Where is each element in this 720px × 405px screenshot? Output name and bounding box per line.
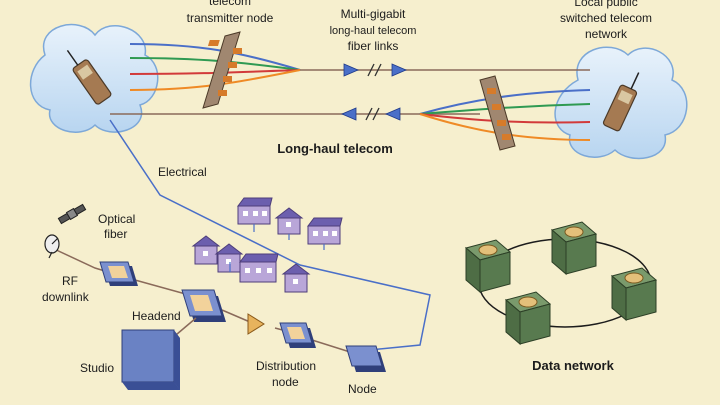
- house-feeders: [229, 224, 325, 272]
- router-node-icon: [464, 239, 512, 294]
- distribution-label-line2: node: [272, 375, 299, 389]
- houses: [191, 197, 343, 293]
- links-label-line3: fiber links: [348, 39, 399, 53]
- transmitter-node: [202, 31, 242, 109]
- distribution-node-box: [279, 322, 316, 348]
- electrical-line: [109, 119, 431, 351]
- data-network-title: Data network: [532, 358, 614, 373]
- lower-trunk: [110, 107, 480, 121]
- router-node-icon: [504, 291, 552, 346]
- house-icon: [307, 217, 343, 245]
- cell-phone-icon: [66, 49, 112, 105]
- links-label-line2: long-haul telecom: [330, 25, 417, 37]
- upper-trunk: [300, 63, 590, 77]
- rf-label-line2: downlink: [42, 290, 90, 304]
- electrical-label: Electrical: [158, 165, 207, 179]
- data-network-nodes: [464, 221, 658, 346]
- right-cloud: [554, 46, 688, 160]
- headend-label: Headend: [132, 309, 181, 323]
- house-icon: [274, 207, 304, 235]
- optical-label-line1: Optical: [98, 212, 135, 226]
- node-label: Node: [348, 382, 377, 396]
- headend-box: [181, 289, 226, 322]
- optical-label-line2: fiber: [104, 227, 127, 241]
- studio-label: Studio: [80, 361, 114, 375]
- house-icon: [237, 197, 273, 225]
- optical-receiver-box: [99, 261, 138, 286]
- studio-box: [121, 317, 197, 390]
- house-icon: [214, 243, 244, 273]
- satellite-dish-icon: [44, 234, 60, 259]
- satellite-icon: [57, 203, 87, 225]
- cell-phone-icon: [602, 72, 640, 132]
- left-cloud: [29, 23, 159, 133]
- transmitter-label-top: telecom: [209, 0, 251, 8]
- links-label-line1: Multi-gigabit: [341, 7, 406, 21]
- longhaul-title: Long-haul telecom: [277, 141, 393, 156]
- house-icon: [239, 253, 279, 283]
- node-box: [345, 345, 386, 372]
- router-node-icon: [550, 221, 598, 276]
- router-node-icon: [610, 267, 658, 322]
- pstn-label-line3: network: [585, 27, 628, 41]
- pstn-label-line1: Local public: [574, 0, 637, 9]
- pstn-label-line2: switched telecom: [560, 11, 652, 25]
- rf-label-line1: RF: [62, 274, 78, 288]
- distribution-label-line1: Distribution: [256, 359, 316, 373]
- amplifier-icon: [247, 313, 265, 335]
- house-icon: [281, 263, 311, 293]
- transmitter-label: transmitter node: [187, 11, 274, 25]
- house-icon: [191, 235, 221, 265]
- receiver-node: [479, 75, 516, 151]
